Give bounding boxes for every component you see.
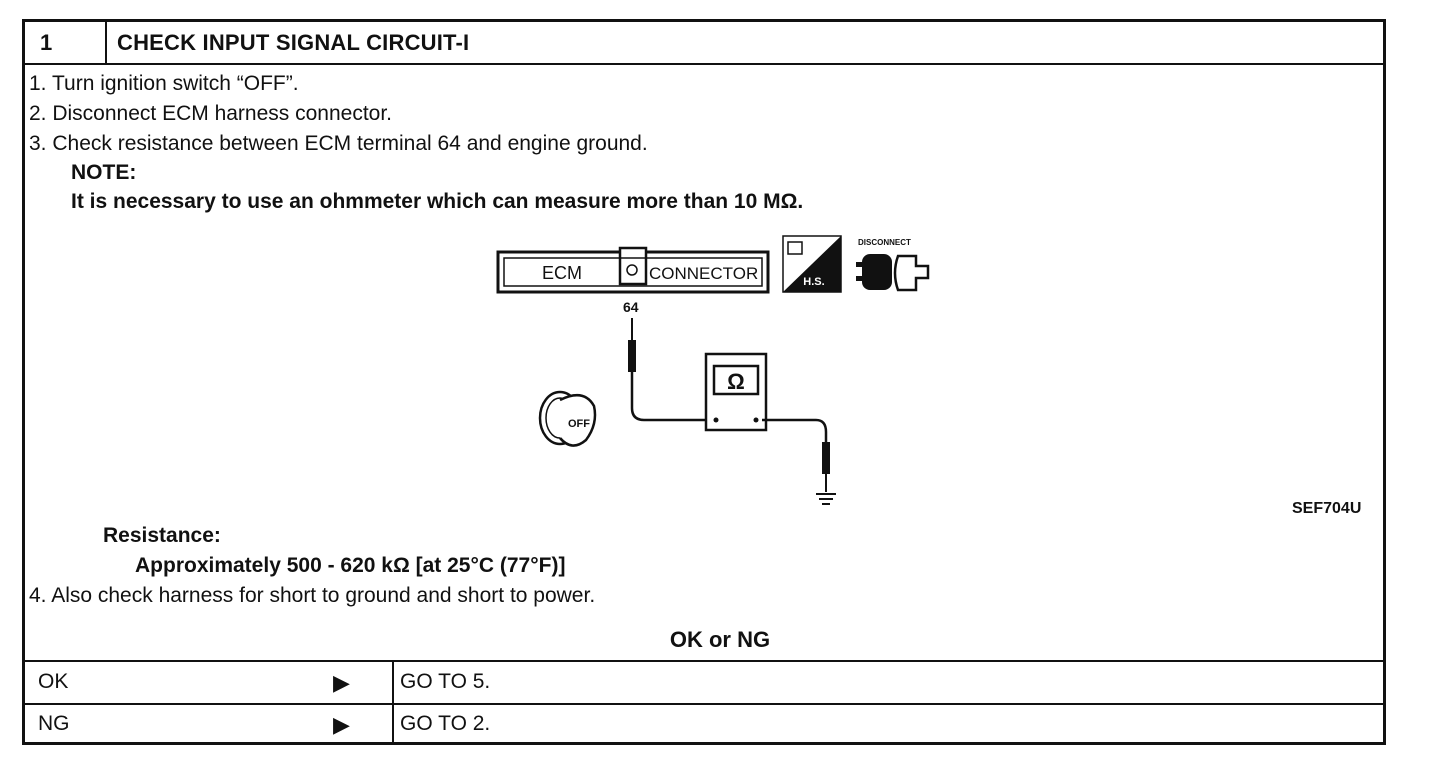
harness-sensor-icon: H.S. <box>782 235 842 293</box>
wiring-diagram: ECM CONNECTOR 64 Ω OFF <box>496 235 930 505</box>
note-label: NOTE: <box>71 161 137 184</box>
disconnect-label: DISCONNECT <box>858 238 911 247</box>
result-header: OK or NG <box>669 627 771 652</box>
resistance-value: Approximately 500 - 620 kΩ [at 25°C (77°… <box>135 554 566 577</box>
note-text: It is necessary to use an ohmmeter which… <box>71 190 804 213</box>
connector-label: CONNECTOR <box>649 264 758 283</box>
step-title: CHECK INPUT SIGNAL CIRCUIT-I <box>117 30 470 55</box>
arrow-right-icon: ▶ <box>333 670 350 695</box>
results-column-divider <box>392 660 394 745</box>
ground-icon <box>816 493 836 505</box>
terminal-number: 64 <box>623 299 639 315</box>
probe-lead-right <box>762 418 830 492</box>
ecm-label: ECM <box>542 263 582 283</box>
header-divider <box>22 63 1386 65</box>
disconnect-icon: DISCONNECT <box>856 238 930 292</box>
procedure-table <box>22 19 1386 745</box>
key-off-label: OFF <box>568 418 590 430</box>
arrow-right-icon: ▶ <box>333 712 350 737</box>
figure-reference: SEF704U <box>1292 500 1362 517</box>
results-top-divider <box>22 660 1386 662</box>
results-row-divider <box>22 703 1386 705</box>
result-ng-label: NG <box>38 712 70 735</box>
instruction-1: 1. Turn ignition switch “OFF”. <box>29 72 299 95</box>
ohm-symbol: Ω <box>727 369 745 394</box>
probe-lead-left <box>628 318 710 422</box>
result-ok-action: GO TO 5. <box>400 670 491 693</box>
result-ok-label: OK <box>38 670 69 693</box>
instruction-2: 2. Disconnect ECM harness connector. <box>29 102 393 125</box>
instruction-4: 4. Also check harness for short to groun… <box>29 584 596 607</box>
instruction-3: 3. Check resistance between ECM terminal… <box>29 132 648 155</box>
ohmmeter: Ω <box>704 352 768 432</box>
result-ng-action: GO TO 2. <box>400 712 491 735</box>
resistance-label: Resistance: <box>103 524 221 547</box>
step-number: 1 <box>40 30 53 55</box>
hs-label: H.S. <box>803 276 824 288</box>
ignition-key-icon: OFF <box>538 390 597 447</box>
ecm-connector: ECM CONNECTOR <box>496 246 770 294</box>
header-column-divider <box>105 19 107 64</box>
